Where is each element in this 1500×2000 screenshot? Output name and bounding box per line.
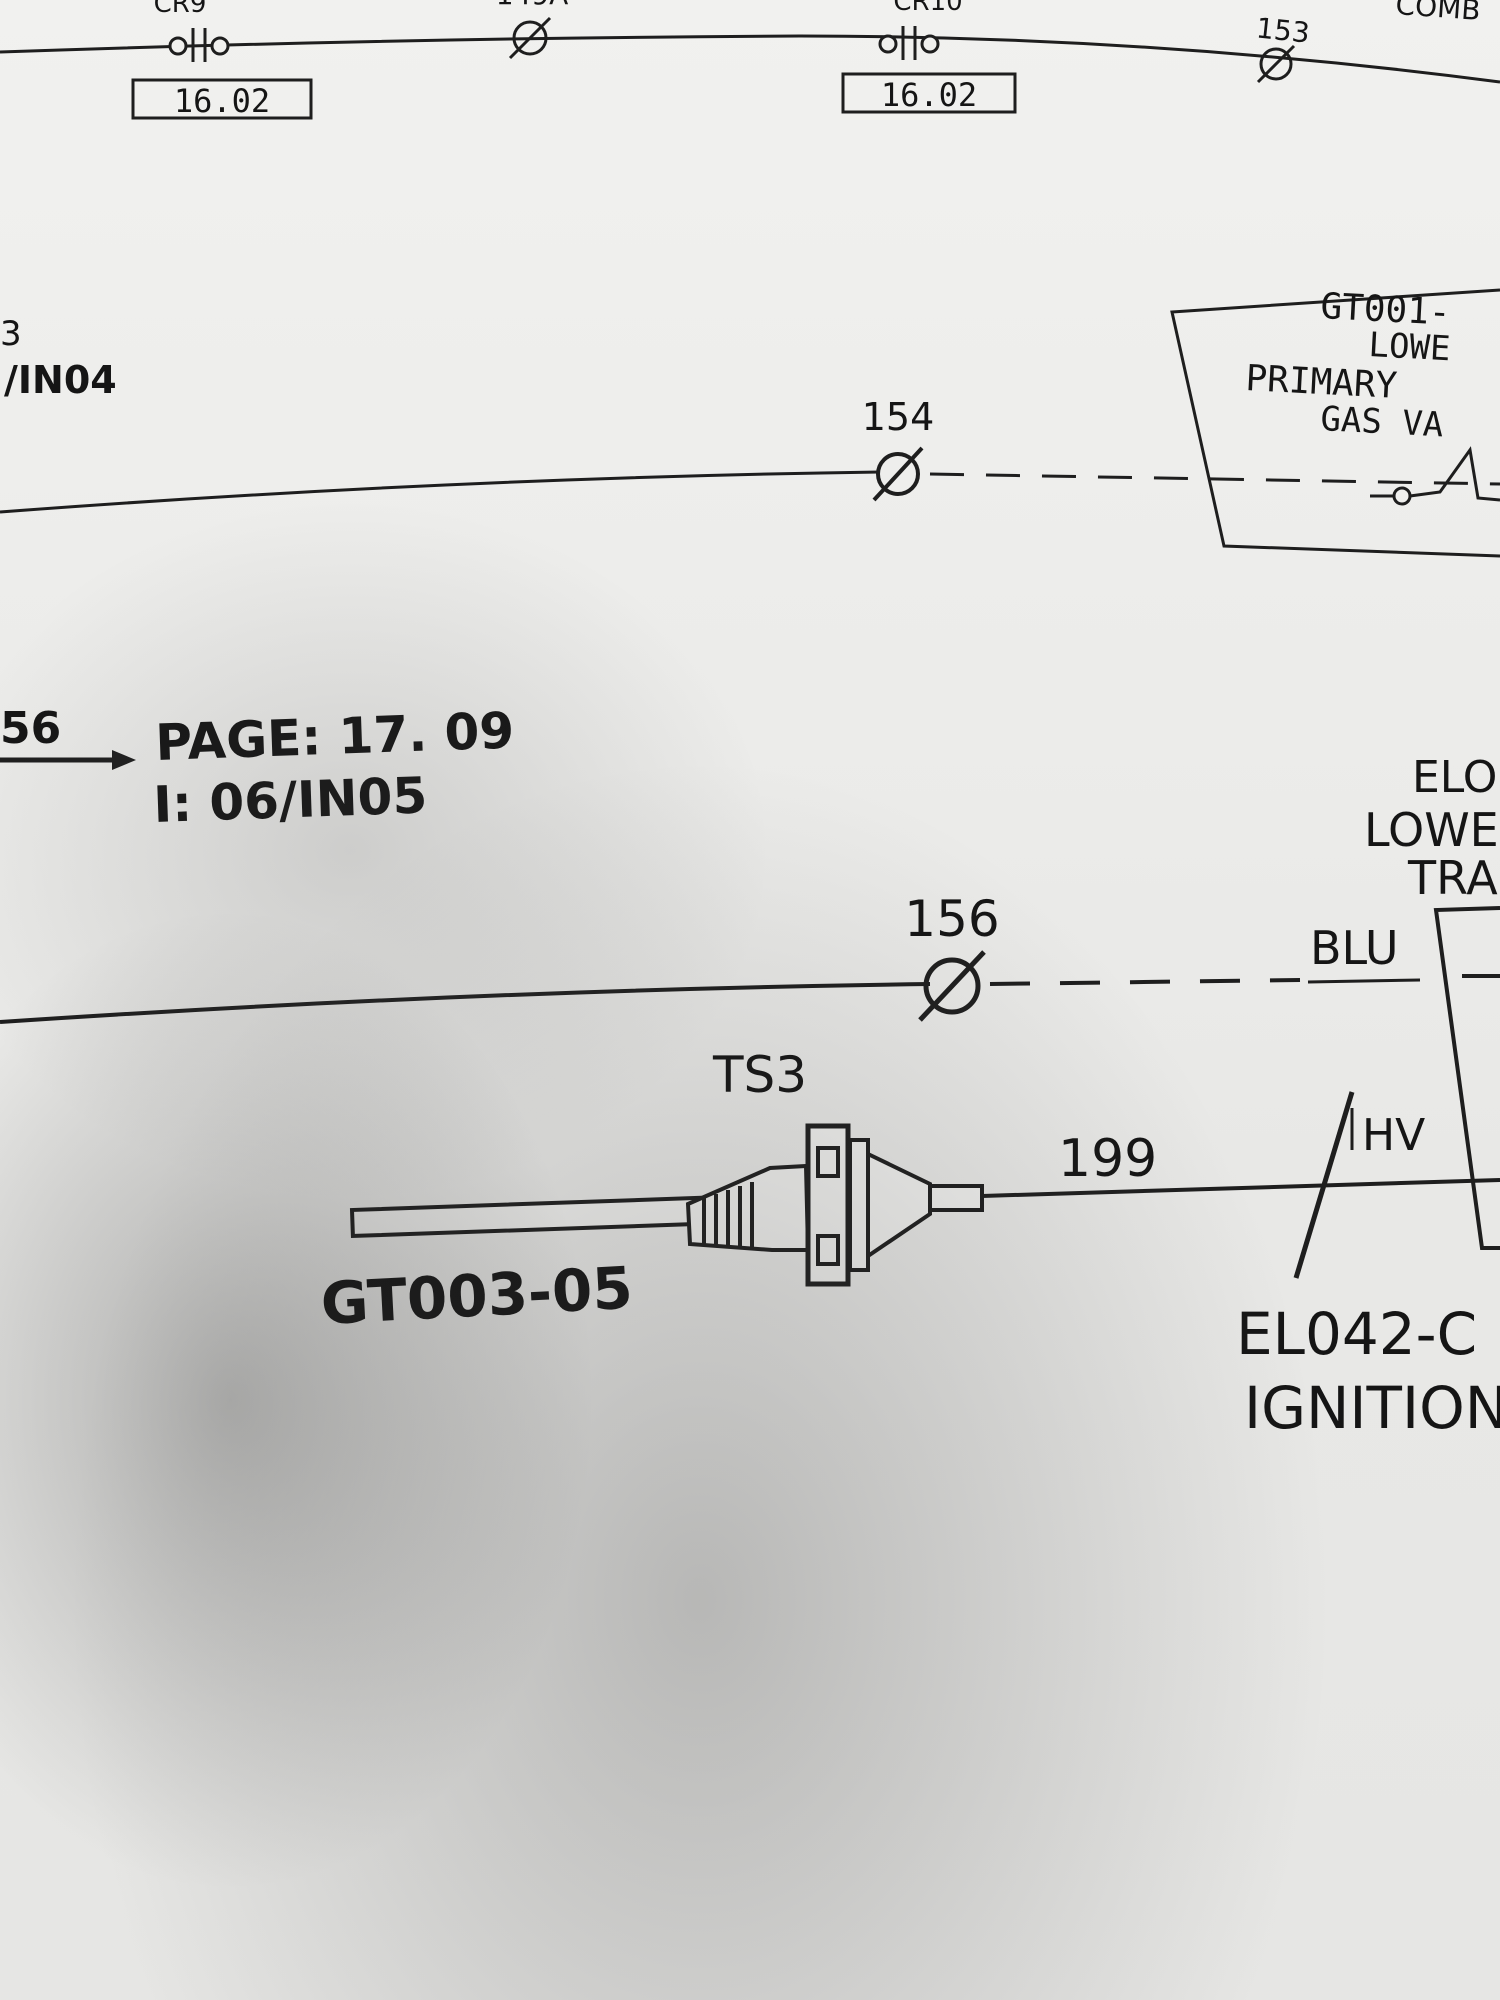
valve-line2: PRIMARY (1245, 358, 1399, 407)
terminal-149a-label: 149A (496, 0, 569, 11)
cross-reference: 56 PAGE: 17. 09 I: 06/IN05 (0, 702, 515, 834)
rung-156: 156 BLU ELO LOWE TRA (0, 752, 1500, 1250)
cross-ref-wire: 56 (0, 703, 61, 754)
rung-154-dashed-wire (929, 472, 1500, 486)
cross-ref-io: I: 06/IN05 (152, 766, 428, 834)
terminal-154: 154 (862, 395, 935, 502)
relay-cr9-tag: CR9 (154, 0, 207, 19)
rung-154: 3 /IN04 154 GT001- LOWE PRIMARY GAS VA (0, 286, 1500, 558)
ignition-circuit: TS3 GT003-05 199 HV EL042-C IGN (319, 1046, 1500, 1442)
top-rung-wire (0, 34, 1500, 84)
wire-color-label: BLU (1310, 921, 1399, 975)
rung-156-dashed-wire (989, 978, 1301, 986)
transformer-line1: ELO (1412, 752, 1497, 803)
terminal-149a: 149A (496, 0, 569, 60)
terminal-156: 156 (904, 890, 1000, 1022)
valve-line3: GAS VA (1320, 399, 1445, 445)
terminal-153-label: 153 (1255, 11, 1312, 49)
valve-tag: GT001- (1320, 286, 1452, 334)
relay-cr10-ref-box (841, 72, 1017, 114)
left-ref-number: 3 (0, 314, 22, 354)
device-comb-label: COMB (1395, 0, 1482, 27)
wire-199-label: 199 (1058, 1129, 1157, 1189)
wire-199 (981, 1178, 1500, 1198)
hv-label: HV (1362, 1110, 1425, 1161)
rung-154-wire (0, 470, 881, 514)
terminal-153: 153 (1255, 11, 1312, 84)
transformer-line2: LOWE (1364, 803, 1499, 857)
cross-ref-page: PAGE: 17. 09 (154, 702, 515, 772)
wire-color-underline (1307, 978, 1421, 984)
terminal-154-label: 154 (862, 395, 935, 439)
terminal-156-label: 156 (904, 890, 999, 948)
relay-contact-cr9: CR9 16.02 (131, 0, 313, 120)
primary-gas-valve: GT001- LOWE PRIMARY GAS VA (1170, 286, 1500, 558)
cable-description: IGNITION (1244, 1374, 1500, 1442)
left-ref-io: /IN04 (4, 358, 117, 402)
sensor-tag: TS3 (712, 1046, 807, 1104)
valve-box-outline (1170, 288, 1500, 558)
relay-contact-cr10: CR10 16.02 (841, 0, 1017, 114)
relay-cr9-ref: 16.02 (174, 82, 270, 120)
top-rung: CR9 16.02 149A CR10 16.02 153 (0, 0, 1500, 120)
transformer-box-outline (1433, 906, 1500, 1250)
ignition-transformer: ELO LOWE TRA (1364, 752, 1500, 1250)
rung-156-wire (0, 982, 931, 1024)
spark-igniter-symbol (349, 1123, 984, 1287)
cable-part-number: EL042-C (1236, 1300, 1477, 1368)
cross-ref-arrow (112, 750, 136, 770)
hv-cable-slash (1293, 1091, 1355, 1279)
sensor-part-number: GT003-05 (319, 1254, 634, 1338)
relay-cr9-ref-box (131, 78, 313, 120)
valve-line1: LOWE (1368, 325, 1452, 369)
transformer-line3: TRA (1407, 851, 1498, 905)
relay-cr10-ref: 16.02 (881, 76, 977, 114)
relay-cr10-tag: CR10 (893, 0, 962, 17)
